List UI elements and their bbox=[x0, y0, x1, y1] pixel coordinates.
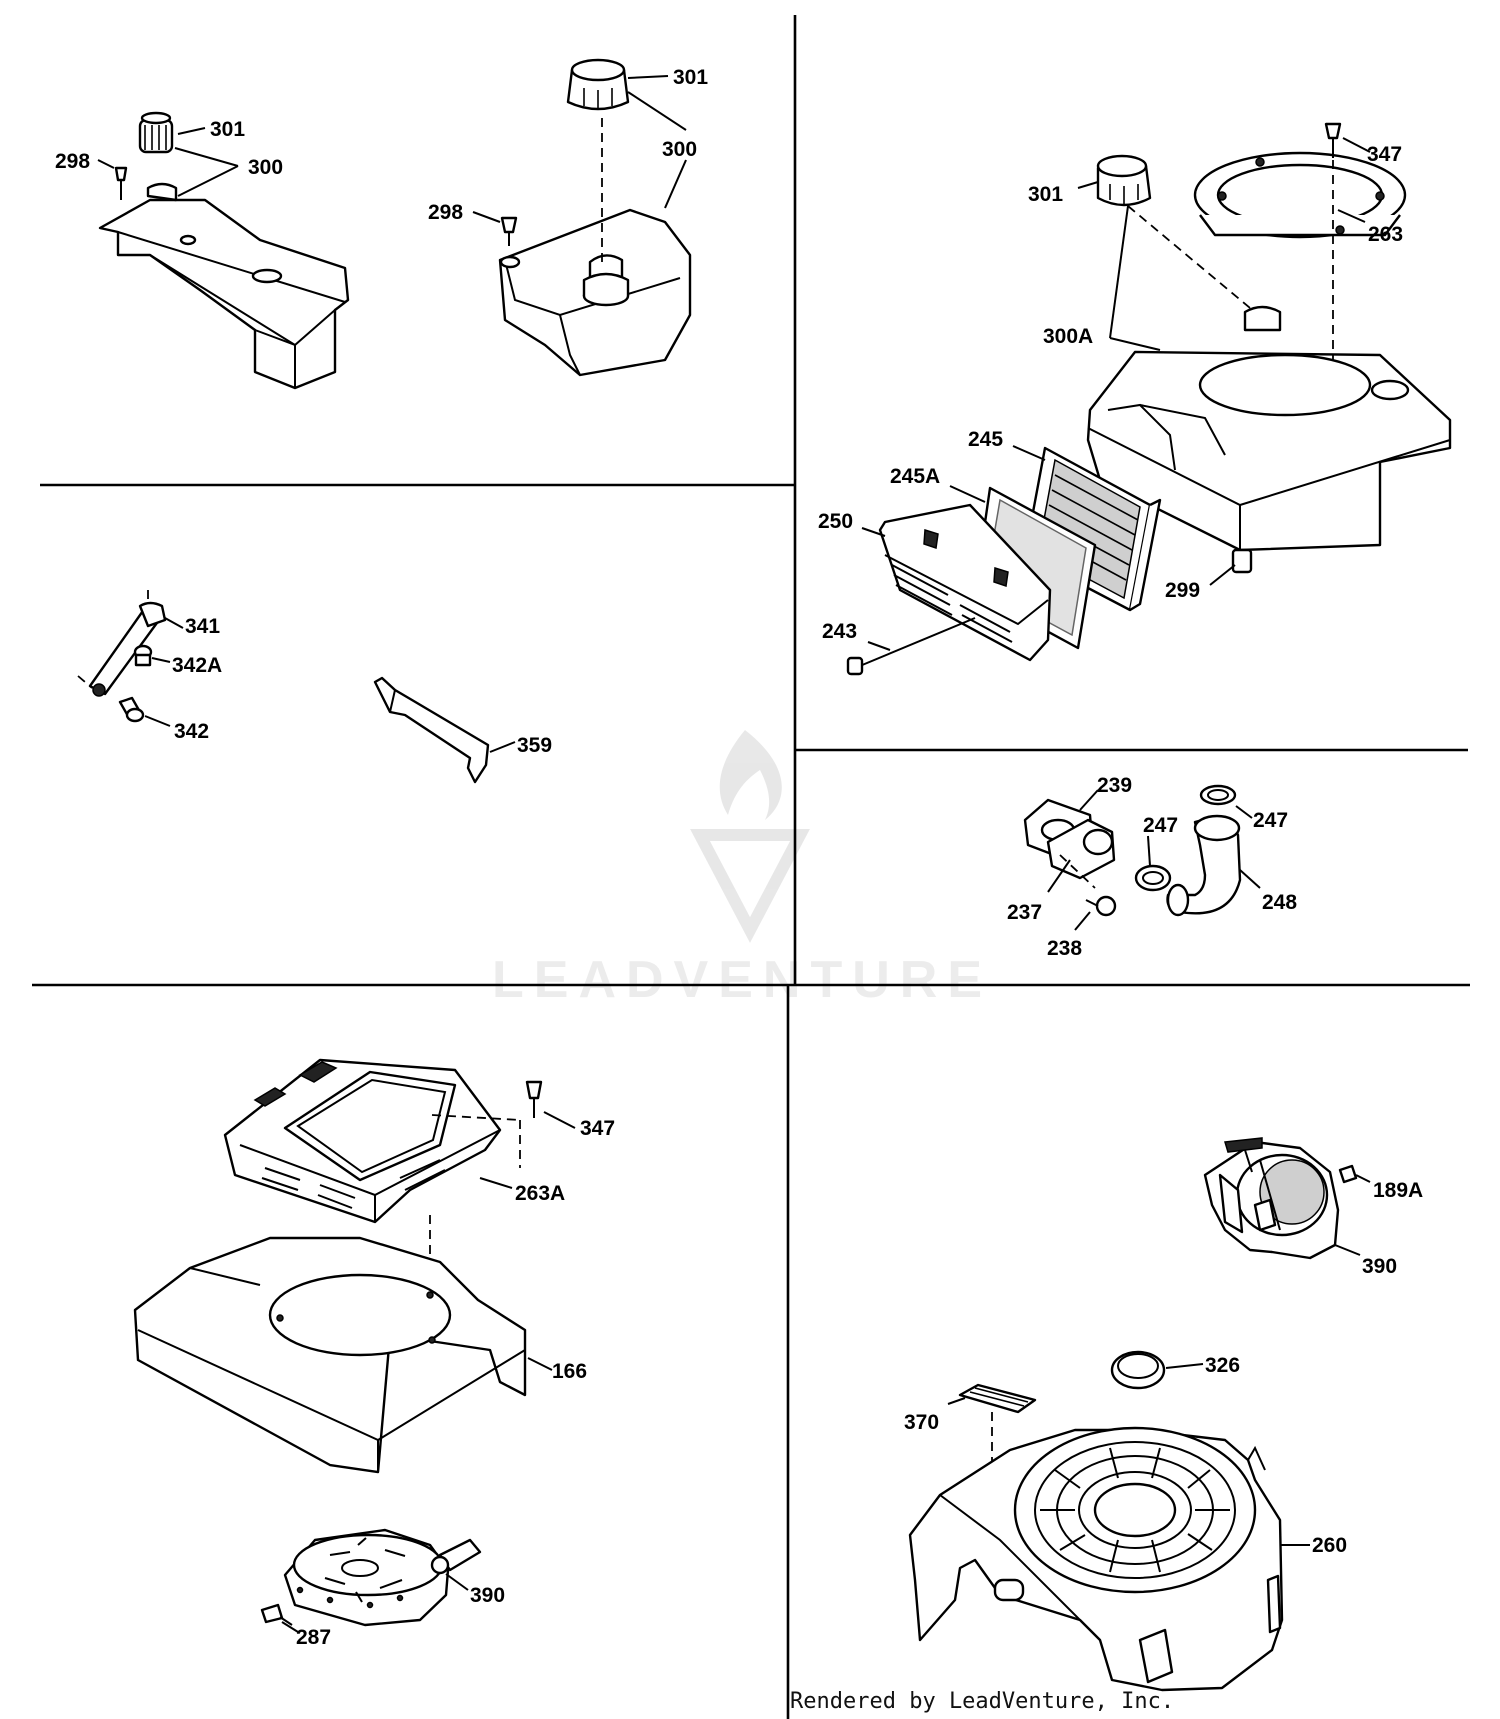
label-342a: 342A bbox=[172, 654, 222, 677]
label-298: 298 bbox=[428, 201, 463, 224]
fuel-tank-left-leaders bbox=[97, 127, 239, 197]
label-189a: 189A bbox=[1373, 1179, 1423, 1202]
label-243: 243 bbox=[822, 620, 857, 643]
label-300: 300 bbox=[248, 156, 283, 179]
fuel-tank-middle bbox=[498, 58, 692, 377]
label-301: 301 bbox=[673, 66, 708, 89]
label-238: 238 bbox=[1047, 937, 1082, 960]
air-cleaner-leaders bbox=[861, 137, 1371, 651]
governor-lever bbox=[373, 676, 516, 784]
decal-lines bbox=[969, 1387, 1029, 1407]
label-245: 245 bbox=[968, 428, 1003, 451]
label-263: 263 bbox=[1368, 223, 1403, 246]
label-247: 247 bbox=[1253, 809, 1288, 832]
section-dividers bbox=[32, 15, 1470, 1719]
part-labels: 298 301 300 301 300 298 347 301 263 300A… bbox=[55, 66, 1423, 1649]
label-245a: 245A bbox=[890, 465, 940, 488]
label-263a: 263A bbox=[515, 1182, 565, 1205]
label-370: 370 bbox=[904, 1411, 939, 1434]
fuel-tank-middle-leaders bbox=[472, 75, 687, 223]
label-250: 250 bbox=[818, 510, 853, 533]
label-347: 347 bbox=[1367, 143, 1402, 166]
governor-linkage bbox=[77, 590, 167, 723]
label-326: 326 bbox=[1205, 1354, 1240, 1377]
label-342: 342 bbox=[174, 720, 209, 743]
blower-shroud-left bbox=[133, 1058, 543, 1627]
label-341: 341 bbox=[185, 615, 220, 638]
label-390: 390 bbox=[1362, 1255, 1397, 1278]
blower-housing-right bbox=[908, 1137, 1371, 1692]
label-299: 299 bbox=[1165, 579, 1200, 602]
blower-left-leaders bbox=[281, 1111, 576, 1633]
label-247: 247 bbox=[1143, 814, 1178, 837]
label-390: 390 bbox=[470, 1584, 505, 1607]
label-301: 301 bbox=[1028, 183, 1063, 206]
housing-grille-ribs bbox=[1040, 1447, 1230, 1573]
label-248: 248 bbox=[1262, 891, 1297, 914]
label-239: 239 bbox=[1097, 774, 1132, 797]
label-347: 347 bbox=[580, 1117, 615, 1140]
label-298: 298 bbox=[55, 150, 90, 173]
label-237: 237 bbox=[1007, 901, 1042, 924]
label-300a: 300A bbox=[1043, 325, 1093, 348]
fuel-tank-left bbox=[98, 111, 350, 390]
label-166: 166 bbox=[552, 1360, 587, 1383]
label-260: 260 bbox=[1312, 1534, 1347, 1557]
label-301: 301 bbox=[210, 118, 245, 141]
air-cleaner-assembly bbox=[846, 122, 1452, 676]
vent-slots-263a bbox=[261, 1159, 446, 1209]
label-359: 359 bbox=[517, 734, 552, 757]
intake-leaders bbox=[1047, 789, 1261, 931]
starter-vanes bbox=[324, 1537, 406, 1603]
label-287: 287 bbox=[296, 1626, 331, 1649]
footer-credit: Rendered by LeadVenture, Inc. bbox=[790, 1689, 1175, 1714]
governor-leaders bbox=[144, 617, 184, 727]
label-300: 300 bbox=[662, 138, 697, 161]
watermark-logo bbox=[690, 730, 810, 943]
blower-right-leaders bbox=[947, 1244, 1361, 1546]
intake-elbow-parts bbox=[1023, 784, 1242, 917]
watermark-text: LEADVENTURE bbox=[492, 951, 993, 1009]
